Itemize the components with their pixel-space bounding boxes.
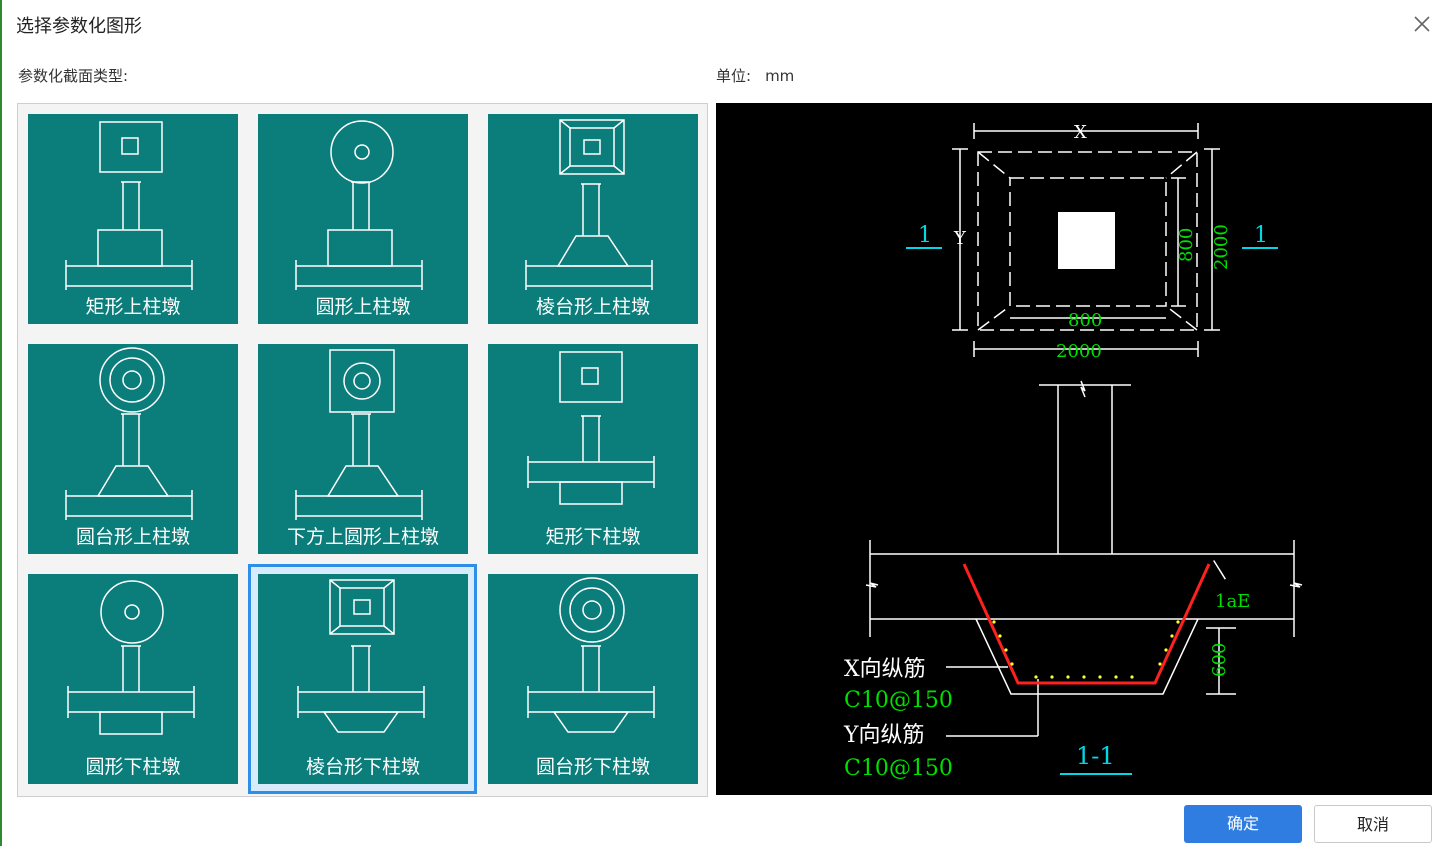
pier-diagram-icon <box>527 351 655 505</box>
ok-button[interactable]: 确定 <box>1184 805 1302 843</box>
depth-label: 600 <box>1209 643 1230 677</box>
cancel-button[interactable]: 取消 <box>1314 805 1432 843</box>
shape-option[interactable]: 矩形上柱墩 <box>18 104 247 334</box>
shape-option[interactable]: 矩形下柱墩 <box>478 334 707 564</box>
shape-grid: 矩形上柱墩 圆形上柱墩 棱台形上柱墩圆台形上柱墩 下方上圆形上柱墩 矩形下柱墩圆形下柱墩… <box>17 103 708 797</box>
shape-thumbnail: 圆形下柱墩 <box>28 574 238 784</box>
shape-label: 矩形上柱墩 <box>85 296 181 318</box>
shape-thumbnail: 圆台形下柱墩 <box>488 574 698 784</box>
unit-value: mm <box>765 67 795 85</box>
shape-option[interactable]: 圆形下柱墩 <box>18 564 247 794</box>
unit-caption: 单位: <box>716 67 752 85</box>
shape-thumbnail: 圆台形上柱墩 <box>28 344 238 554</box>
shape-label: 圆台形上柱墩 <box>75 526 190 548</box>
shape-thumbnail: 棱台形上柱墩 <box>488 114 698 324</box>
shape-option[interactable]: 圆台形上柱墩 <box>18 334 247 564</box>
pier-diagram-icon <box>525 119 653 290</box>
x-rebar-label: X向纵筋 <box>844 657 926 682</box>
pier-diagram-icon <box>65 121 193 290</box>
pier-diagram-icon <box>295 349 423 520</box>
shape-thumbnail: 棱台形下柱墩 <box>258 574 468 784</box>
shape-thumbnail: 下方上圆形上柱墩 <box>258 344 468 554</box>
rebar-line <box>962 563 1211 685</box>
plan-outer-width: 2000 <box>1056 341 1102 362</box>
rebar-dots <box>992 620 1180 679</box>
shape-thumbnail: 矩形上柱墩 <box>28 114 238 324</box>
dim-y-label: Y <box>953 228 967 249</box>
shape-label: 圆台形下柱墩 <box>535 756 650 778</box>
shape-label: 圆形下柱墩 <box>85 756 181 778</box>
pier-diagram-icon <box>65 347 193 520</box>
close-icon[interactable] <box>1408 10 1436 38</box>
shape-label: 棱台形上柱墩 <box>535 296 650 318</box>
shape-option[interactable]: 圆形上柱墩 <box>248 104 477 334</box>
shape-label: 下方上圆形上柱墩 <box>286 526 439 548</box>
shape-label: 棱台形下柱墩 <box>305 756 420 778</box>
plan-inner-height: 800 <box>1176 228 1197 262</box>
shape-thumbnail: 圆形上柱墩 <box>258 114 468 324</box>
unit-label: 单位: mm <box>716 65 794 86</box>
shape-label: 矩形下柱墩 <box>545 526 641 548</box>
x-rebar-value: C10@150 <box>844 688 953 713</box>
pier-diagram-icon <box>297 579 425 733</box>
plan-outer-height: 2000 <box>1211 224 1232 270</box>
pier-diagram-icon <box>295 120 423 290</box>
y-rebar-value: C10@150 <box>844 756 953 781</box>
shape-thumbnail: 矩形下柱墩 <box>488 344 698 554</box>
column-square <box>1058 212 1115 269</box>
window-edge <box>0 0 2 846</box>
dialog-title: 选择参数化图形 <box>16 16 142 37</box>
pier-diagram-icon <box>67 580 195 735</box>
shape-option[interactable]: 棱台形下柱墩 <box>248 564 477 794</box>
dim-x-label: X <box>1074 122 1087 143</box>
pier-diagram-icon <box>527 577 655 733</box>
shape-label: 圆形上柱墩 <box>315 296 411 318</box>
lae-label: 1aE <box>1215 591 1250 612</box>
shape-option[interactable]: 棱台形上柱墩 <box>478 104 707 334</box>
shape-option[interactable]: 下方上圆形上柱墩 <box>248 334 477 564</box>
section-mark-right: 1 <box>1254 223 1268 248</box>
shape-option[interactable]: 圆台形下柱墩 <box>478 564 707 794</box>
section-mark-left: 1 <box>918 223 932 248</box>
preview-panel: X Y 800 2000 800 2000 1 1 <box>716 103 1432 795</box>
y-rebar-label: Y向纵筋 <box>843 723 925 748</box>
section-type-label: 参数化截面类型: <box>18 67 129 85</box>
section-title: 1-1 <box>1076 742 1115 770</box>
preview-drawing: X Y 800 2000 800 2000 1 1 <box>843 122 1303 781</box>
plan-inner-width: 800 <box>1068 310 1102 331</box>
